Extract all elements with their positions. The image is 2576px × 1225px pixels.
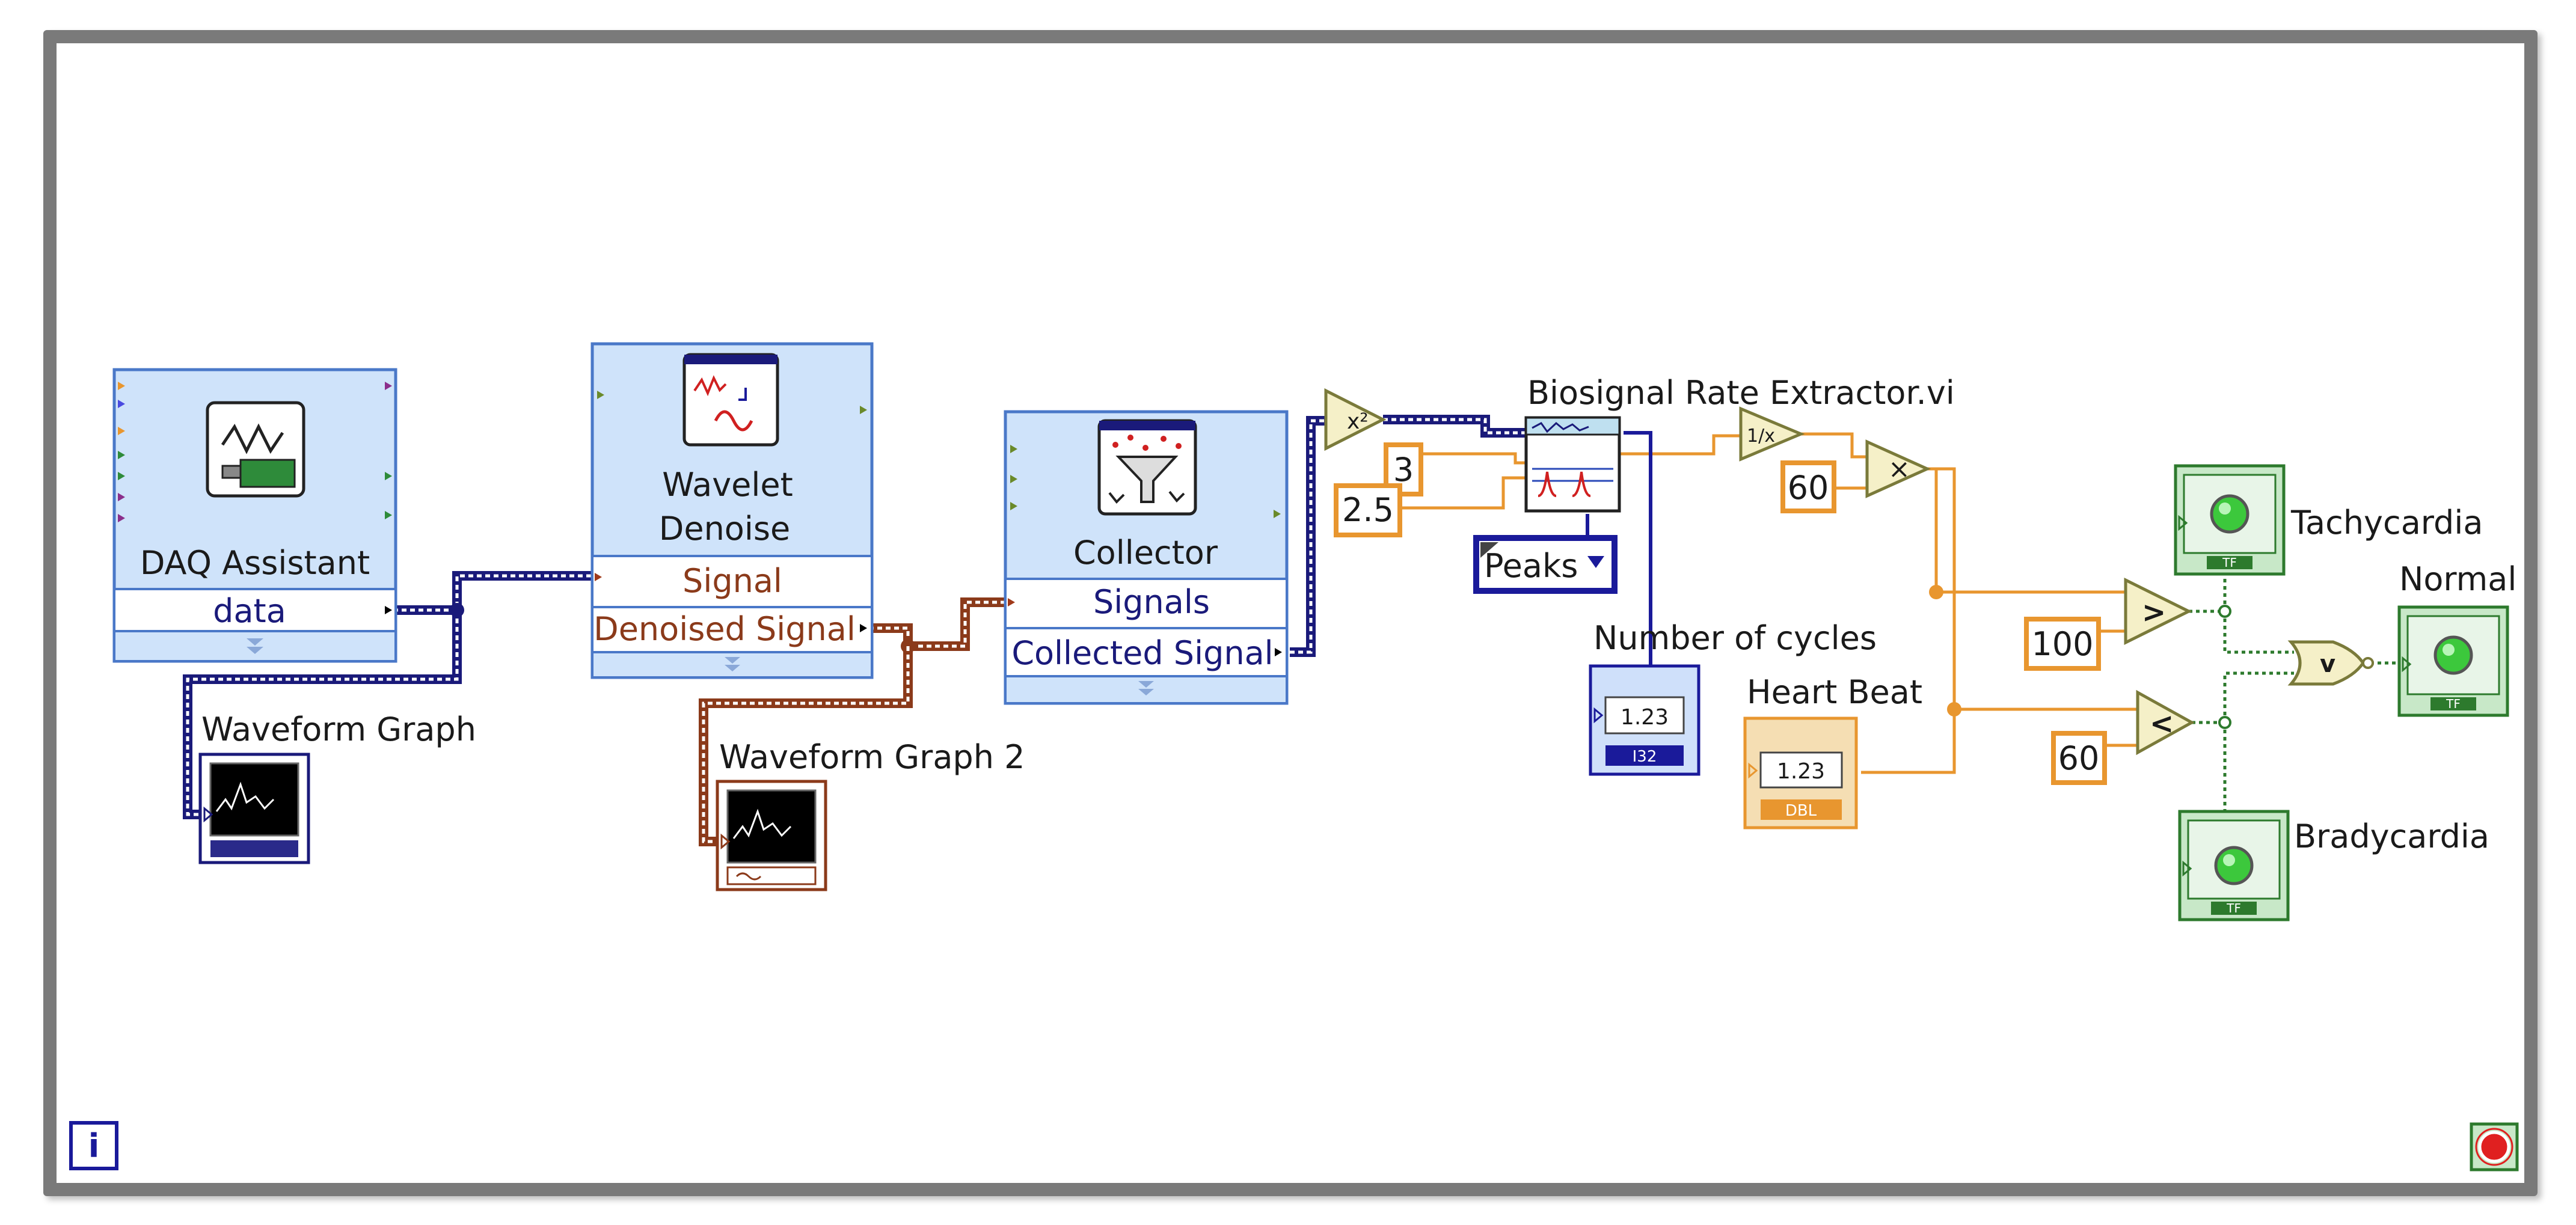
waveform-graph-2-indicator[interactable]: [716, 780, 827, 891]
normal-type: TF: [2446, 697, 2461, 711]
wire-reciprocal-to-multiply[interactable]: [1801, 432, 1867, 459]
biosignal-rate-extractor-block[interactable]: [1524, 416, 1621, 513]
constant-100-value: 100: [2031, 625, 2093, 663]
normal-label: Normal: [2399, 560, 2516, 598]
wavelet-icon: [682, 353, 779, 447]
wire-daq-to-waveform-graph[interactable]: [183, 603, 464, 819]
less-than-function[interactable]: [2136, 689, 2195, 756]
tachycardia-type: TF: [2222, 555, 2237, 570]
constant-60-compare-value: 60: [2058, 739, 2100, 777]
bradycardia-led[interactable]: [2178, 810, 2290, 921]
constant-60-multiply-value: 60: [1788, 469, 1829, 507]
wavelet-signal-terminal-label: Signal: [682, 562, 782, 600]
multiply-symbol: ×: [1888, 454, 1910, 484]
wire-collector-to-square[interactable]: [1290, 416, 1329, 657]
wavelet-denoise-block[interactable]: [590, 342, 874, 679]
or-symbol: v: [2320, 650, 2335, 678]
daq-data-terminal-label: data: [213, 592, 286, 630]
constant-3-value: 3: [1393, 451, 1414, 489]
wavelet-title-line2: Denoise: [659, 510, 790, 548]
number-of-cycles-label: Number of cycles: [1593, 619, 1877, 657]
peaks-enum-value: Peaks: [1484, 547, 1578, 585]
square-symbol: x²: [1347, 409, 1369, 434]
heart-beat-display: 1.23: [1777, 759, 1825, 784]
daq-icon: [206, 401, 305, 498]
heart-beat-label: Heart Beat: [1747, 673, 1922, 711]
waveform-graph-label: Waveform Graph: [201, 710, 476, 748]
normal-led[interactable]: [2397, 605, 2509, 717]
wire-daq-to-wavelet[interactable]: [385, 571, 595, 615]
wavelet-title-line1: Wavelet: [662, 466, 793, 504]
bradycardia-type: TF: [2226, 901, 2241, 915]
daq-assistant-title: DAQ Assistant: [140, 544, 370, 582]
number-of-cycles-type: I32: [1633, 748, 1657, 766]
wire-biosignal-to-reciprocal[interactable]: [1621, 434, 1741, 456]
wire-const3-to-biosignal[interactable]: [1420, 452, 1527, 465]
biosignal-title: Biosignal Rate Extractor.vi: [1527, 374, 1955, 412]
constant-60-multiply[interactable]: [1780, 460, 1836, 513]
tachycardia-label: Tachycardia: [2290, 504, 2483, 542]
reciprocal-function[interactable]: [1739, 406, 1805, 462]
constant-2-5-value: 2.5: [1342, 491, 1394, 529]
collector-collected-terminal-label: Collected Signal: [1011, 634, 1273, 672]
number-of-cycles-indicator[interactable]: [1589, 664, 1700, 776]
collector-signals-terminal-label: Signals: [1093, 583, 1210, 621]
constant-100[interactable]: [2024, 617, 2101, 671]
peaks-enum-constant[interactable]: [1473, 535, 1618, 594]
wire-biosignal-to-cycles[interactable]: [1624, 431, 1652, 667]
wire-const2-5-to-biosignal[interactable]: [1400, 476, 1527, 510]
while-loop-frame[interactable]: [43, 30, 2538, 1196]
waveform-graph-2-label: Waveform Graph 2: [719, 738, 1025, 776]
chevron-down-icon: [1587, 556, 1604, 568]
daq-left-terminals: [118, 382, 125, 522]
stop-terminal[interactable]: [2470, 1122, 2519, 1172]
multiply-function[interactable]: [1865, 439, 1931, 498]
reciprocal-symbol: 1/x: [1747, 426, 1775, 447]
wire-multiply-output[interactable]: [1861, 467, 2138, 774]
wavelet-denoised-terminal-label: Denoised Signal: [593, 610, 856, 648]
iteration-symbol: i: [88, 1127, 100, 1165]
tachycardia-led[interactable]: [2174, 464, 2286, 576]
bradycardia-label: Bradycardia: [2294, 817, 2489, 855]
waveform-graph-indicator[interactable]: [198, 753, 310, 864]
wire-wavelet-to-waveform-graph-2[interactable]: [699, 646, 913, 846]
daq-assistant-block[interactable]: [112, 368, 397, 663]
daq-right-terminals: [385, 382, 392, 614]
greater-symbol: >: [2142, 596, 2166, 629]
number-of-cycles-display: 1.23: [1621, 705, 1669, 730]
constant-60-compare[interactable]: [2051, 731, 2107, 785]
collector-title: Collector: [1073, 534, 1218, 572]
heart-beat-indicator[interactable]: [1743, 716, 1858, 829]
heart-beat-type: DBL: [1785, 802, 1817, 820]
constant-2-5[interactable]: [1334, 483, 1402, 537]
wire-wavelet-to-collector[interactable]: [869, 597, 1016, 653]
square-function[interactable]: [1324, 388, 1387, 451]
or-function[interactable]: [2287, 640, 2374, 686]
greater-than-function[interactable]: [2124, 577, 2192, 646]
wire-square-to-biosignal[interactable]: [1383, 415, 1527, 438]
iteration-terminal: [69, 1121, 118, 1170]
collector-funnel-icon: [1097, 419, 1197, 516]
less-symbol: <: [2150, 707, 2174, 741]
collector-block[interactable]: [1004, 410, 1289, 705]
